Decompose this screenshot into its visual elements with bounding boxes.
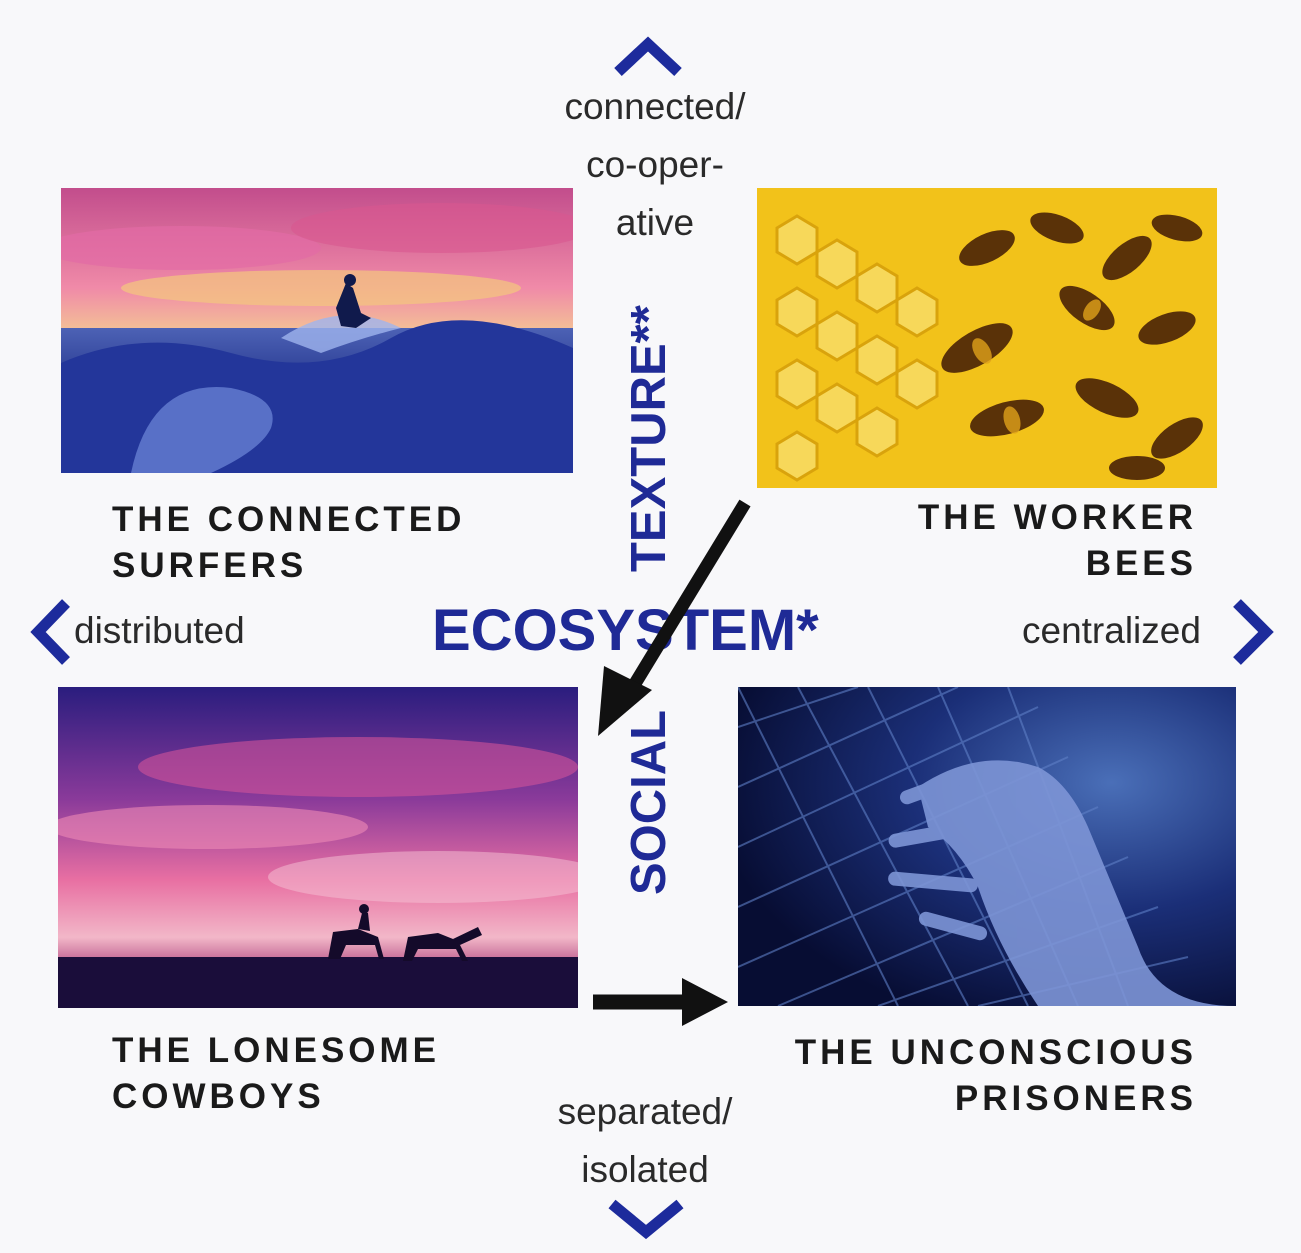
quadrant-title-top-right-line-2: BEES xyxy=(1085,544,1197,583)
axis-left-label: distributed xyxy=(74,610,245,651)
chevron-right-icon xyxy=(1233,599,1274,665)
quadrant-title-top-left-line-1: THE CONNECTED xyxy=(112,500,466,539)
arrow-right-icon xyxy=(593,978,728,1026)
axis-bottom-line-2: isolated xyxy=(581,1149,709,1190)
surfer-photo xyxy=(61,188,573,473)
vertical-title-upper: TEXTURE** xyxy=(622,305,676,572)
axis-top-line-3: ative xyxy=(615,202,695,243)
quadrant-title-top-right: THE WORKER BEES xyxy=(918,495,1197,587)
vertical-title-lower: SOCIAL xyxy=(622,709,676,895)
quadrant-title-bottom-right: THE UNCONSCIOUS PRISONERS xyxy=(795,1030,1197,1122)
chevron-up-icon xyxy=(614,36,682,77)
axis-top-line-2: co-oper- xyxy=(586,144,724,185)
axis-right-label: centralized xyxy=(1022,610,1201,651)
quadrant-title-bottom-left-line-1: THE LONESOME xyxy=(112,1031,441,1070)
quadrant-title-bottom-right-line-1: THE UNCONSCIOUS xyxy=(794,1033,1197,1072)
center-title: ECOSYSTEM* xyxy=(432,598,819,663)
axis-top-label: connected/ co-oper- ative xyxy=(530,78,780,252)
chevron-down-icon xyxy=(608,1199,684,1240)
axis-bottom-label: separated/ isolated xyxy=(520,1083,770,1199)
quadrant-title-bottom-right-line-2: PRISONERS xyxy=(954,1079,1197,1118)
quadrant-title-top-right-line-1: THE WORKER xyxy=(917,498,1197,537)
quadrant-title-top-left: THE CONNECTED SURFERS xyxy=(112,497,465,589)
cowboys-photo xyxy=(58,687,578,1008)
bees-photo xyxy=(757,188,1217,488)
quadrant-title-bottom-left-line-2: COWBOYS xyxy=(112,1077,325,1116)
chevron-left-icon xyxy=(30,599,70,665)
prisoners-photo xyxy=(738,687,1236,1006)
axis-bottom-line-1: separated/ xyxy=(557,1091,733,1132)
axis-top-line-1: connected/ xyxy=(564,86,746,127)
quadrant-title-top-left-line-2: SURFERS xyxy=(112,546,308,585)
quadrant-title-bottom-left: THE LONESOME COWBOYS xyxy=(112,1028,440,1120)
